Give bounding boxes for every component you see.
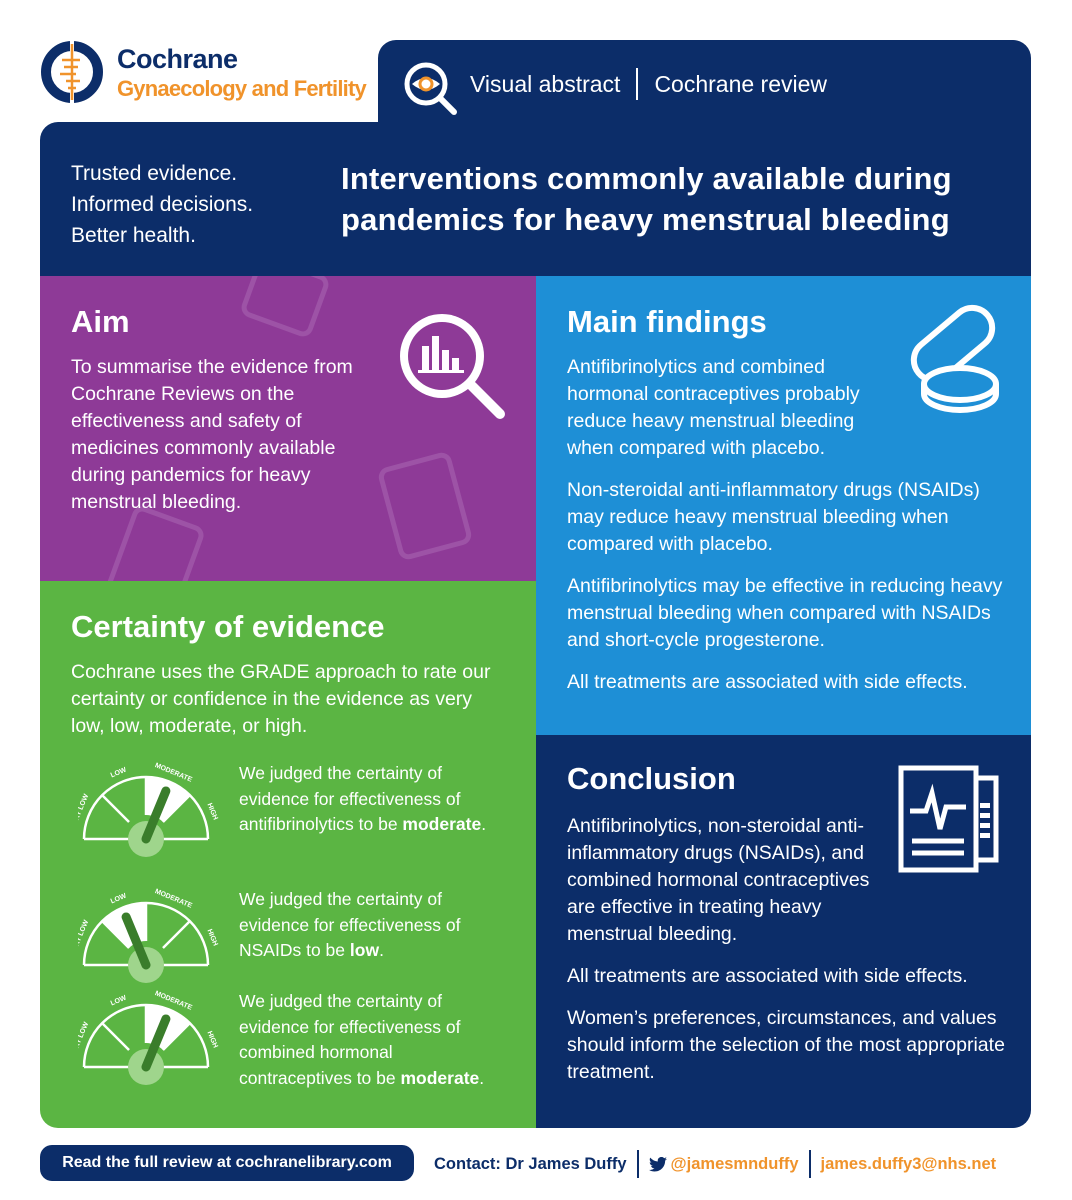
conclusion-paragraph: Women’s preferences, circumstances, and … xyxy=(567,1007,1005,1083)
logo-subtitle: Gynaecology and Fertility xyxy=(117,76,367,101)
cochrane-review-label: Cochrane review xyxy=(654,70,828,97)
finding-paragraph: Antifibrinolytics may be effective in re… xyxy=(567,575,1003,651)
conclusion-text: Antifibrinolytics, non-steroidal anti-in… xyxy=(567,813,1007,1101)
eye-magnifier-icon xyxy=(404,62,457,115)
divider xyxy=(636,68,639,100)
conclusion-heading: Conclusion xyxy=(567,761,736,796)
gauge-label: MODERATE xyxy=(154,888,194,910)
cochrane-logo-icon xyxy=(41,40,103,104)
findings-text: Antifibrinolytics and combined hormonal … xyxy=(567,354,1007,711)
gauge-label: VERY LOW xyxy=(78,793,90,830)
twitter-icon xyxy=(648,1156,667,1172)
gauge-label: LOW xyxy=(110,994,128,1007)
certainty-item: VERY LOW LOW MODERATE HIGH We judged the cer… xyxy=(78,887,528,987)
main-findings-panel: Main findings Antifibrinolytics and comb… xyxy=(536,276,1031,735)
cochrane-logo: Cochrane Gynaecology and Fertility xyxy=(40,40,378,122)
certainty-gauge-icon: VERY LOW LOW MODERATE HIGH xyxy=(78,888,219,983)
findings-heading: Main findings xyxy=(567,304,767,339)
gauge-needle xyxy=(121,912,151,970)
tagline: Trusted evidence. Informed decisions. Be… xyxy=(71,158,253,251)
read-full-review-link[interactable]: Read the full review at cochranelibrary.… xyxy=(40,1145,414,1181)
certainty-level: low xyxy=(349,940,380,960)
certainty-heading: Certainty of evidence xyxy=(71,609,385,644)
title-line: Interventions commonly available during xyxy=(341,161,952,196)
certainty-sentence: We judged the certainty of evidence for … xyxy=(239,889,461,960)
certainty-text: We judged the certainty of evidence for … xyxy=(239,887,499,964)
divider xyxy=(636,1150,639,1178)
gauge-needle xyxy=(141,1014,171,1072)
tagline-line: Better health. xyxy=(71,224,196,247)
certainty-end: . xyxy=(379,940,384,960)
medical-report-icon xyxy=(898,765,999,873)
tagline-line: Informed decisions. xyxy=(71,193,254,216)
certainty-level: moderate xyxy=(400,1067,480,1088)
aim-heading: Aim xyxy=(71,304,130,339)
pills-icon xyxy=(910,304,999,413)
certainty-text: We judged the certainty of evidence for … xyxy=(239,989,499,1091)
certainty-text: We judged the certainty of evidence for … xyxy=(239,761,499,838)
finding-paragraph: All treatments are associated with side … xyxy=(567,671,968,693)
gauge-needle xyxy=(141,786,171,844)
twitter-handle-link[interactable]: @jamesmnduffy xyxy=(670,1154,799,1173)
gauge-label: HIGH xyxy=(205,1030,218,1049)
title-line: pandemics for heavy menstrual bleeding xyxy=(341,202,950,237)
contact-name: Contact: Dr James Duffy xyxy=(434,1154,627,1173)
gauge-label: LOW xyxy=(110,766,128,779)
conclusion-paragraph: All treatments are associated with side … xyxy=(567,965,968,987)
tagline-line: Trusted evidence. xyxy=(71,162,238,185)
certainty-end: . xyxy=(481,814,487,834)
medicine-bottles-background-icon xyxy=(106,276,472,581)
gauge-label: HIGH xyxy=(205,928,218,947)
gauge-label: HIGH xyxy=(205,802,218,821)
page-title: Interventions commonly available during … xyxy=(341,158,952,240)
logo-name: Cochrane xyxy=(117,44,238,74)
gauge-label: LOW xyxy=(110,892,128,905)
conclusion-paragraph: Antifibrinolytics, non-steroidal anti-in… xyxy=(567,815,870,945)
gauge-label: VERY LOW xyxy=(78,919,90,956)
visual-abstract-label: Visual abstract xyxy=(470,70,621,97)
certainty-sentence: We judged the certainty of evidence for … xyxy=(239,763,461,834)
title-banner: Trusted evidence. Informed decisions. Be… xyxy=(40,122,1031,276)
aim-panel: Aim To summarise the evidence from Cochr… xyxy=(40,276,536,581)
finding-paragraph: Antifibrinolytics and combined hormonal … xyxy=(567,356,860,459)
certainty-level: moderate xyxy=(402,814,482,834)
chart-magnifier-icon xyxy=(400,314,505,419)
header-tab: Visual abstract Cochrane review xyxy=(378,40,1031,140)
footer-contact: Contact: Dr James Duffy @jamesmnduffy ja… xyxy=(434,1150,996,1178)
conclusion-panel: Conclusion Antifibrinolytics, non-steroi… xyxy=(536,735,1031,1128)
email-link[interactable]: james.duffy3@nhs.net xyxy=(820,1154,997,1173)
certainty-intro: Cochrane uses the GRADE approach to rate… xyxy=(71,661,491,737)
finding-paragraph: Non-steroidal anti-inflammatory drugs (N… xyxy=(567,479,980,555)
certainty-sentence: We judged the certainty of evidence for … xyxy=(239,991,461,1088)
aim-text: To summarise the evidence from Cochrane … xyxy=(71,356,353,513)
gauge-label: VERY LOW xyxy=(78,1021,90,1058)
divider xyxy=(808,1150,811,1178)
certainty-end: . xyxy=(479,1067,485,1088)
certainty-panel: Certainty of evidence Cochrane uses the … xyxy=(40,581,536,1128)
tab-labels: Visual abstract Cochrane review xyxy=(470,68,827,100)
